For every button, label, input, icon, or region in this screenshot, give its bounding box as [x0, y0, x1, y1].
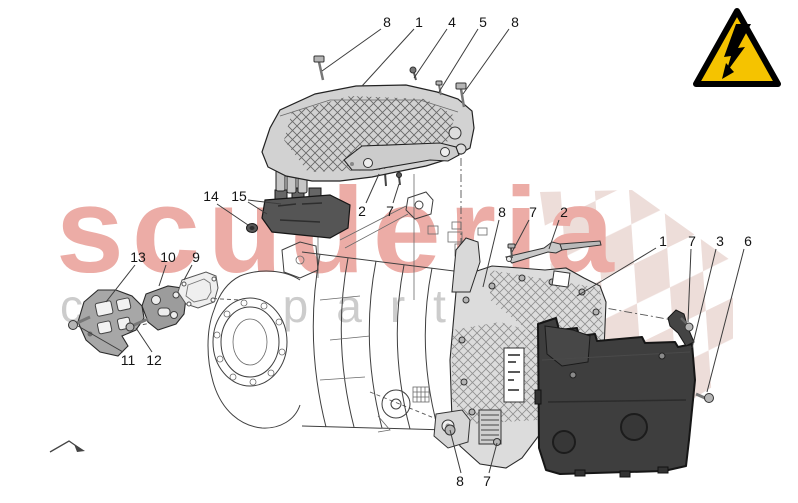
callout-1: 1 [415, 14, 423, 30]
callout-3: 3 [716, 233, 724, 249]
callout-7: 7 [688, 233, 696, 249]
leader-line-7 [687, 248, 692, 323]
bolt-8-top-left [313, 55, 325, 81]
lightning-bolt-icon [724, 24, 751, 73]
leader-line-11 [77, 325, 124, 353]
bracket-rod-2 [505, 240, 602, 264]
callout-11: 11 [121, 352, 136, 368]
callout-12: 12 [146, 352, 162, 368]
leader-line-7 [511, 219, 530, 253]
leader-line-2 [548, 219, 560, 250]
callout-8: 8 [511, 14, 519, 30]
high-voltage-warning-icon [693, 8, 781, 87]
callout-7: 7 [386, 203, 394, 219]
callout-15: 15 [231, 188, 247, 204]
leader-line-15 [247, 199, 282, 205]
leader-line-8 [482, 219, 500, 288]
leader-line-10 [158, 264, 167, 287]
leader-line-8 [462, 28, 510, 95]
leader-line-5 [438, 28, 479, 93]
leader-line-15 [247, 201, 268, 215]
cover-panel-3 [534, 309, 696, 478]
callout-10: 10 [160, 249, 176, 265]
grommet-14 [246, 223, 258, 233]
leader-line-2 [365, 173, 380, 204]
callout-2: 2 [560, 204, 568, 220]
bolt-11 [68, 315, 91, 330]
motor-flange [207, 270, 301, 429]
leader-line-13 [105, 264, 136, 303]
oil-pump [377, 386, 430, 433]
callout-8: 8 [383, 14, 391, 30]
callout-1: 1 [659, 233, 667, 249]
gasket-9 [177, 271, 219, 309]
leader-line-7 [488, 442, 498, 474]
bracket-13 [77, 289, 145, 357]
bolt-12 [125, 317, 149, 332]
callout-6: 6 [744, 233, 752, 249]
leader-line-6 [706, 248, 745, 393]
leader-line-8 [321, 28, 382, 72]
callout-7: 7 [529, 204, 537, 220]
direction-arrow-icon [49, 440, 85, 453]
screw-7-mid-left [396, 172, 402, 186]
leader-line-8 [449, 429, 462, 474]
callout-8: 8 [456, 473, 464, 489]
callout-4: 4 [448, 14, 456, 30]
callout-14: 14 [203, 188, 219, 204]
sensor-4 [409, 66, 417, 81]
leader-line-9 [183, 264, 193, 281]
leader-line-3 [691, 248, 717, 349]
bolt-6 [695, 392, 714, 403]
callout-8: 8 [498, 204, 506, 220]
callout-13: 13 [130, 249, 146, 265]
leader-line-4 [413, 28, 448, 79]
lightning-arrow-tip [722, 63, 734, 79]
callout-2: 2 [358, 203, 366, 219]
inverter-cover-1 [261, 84, 475, 194]
callout-7: 7 [483, 473, 491, 489]
bolt-8-top-right [455, 82, 467, 108]
label-sticker [503, 347, 525, 403]
leader-line-1 [361, 28, 415, 87]
bolt-7-right [680, 317, 694, 332]
callout-5: 5 [479, 14, 487, 30]
bolt-7-bottom [493, 438, 501, 446]
hinge-arm [667, 309, 695, 347]
leader-line-12 [135, 327, 153, 353]
leader-line-1 [576, 247, 657, 297]
callout-9: 9 [192, 249, 200, 265]
connector-fins [478, 409, 502, 445]
bracket-10 [141, 285, 187, 331]
leader-line-7 [392, 183, 400, 204]
leader-line-14 [216, 203, 249, 226]
